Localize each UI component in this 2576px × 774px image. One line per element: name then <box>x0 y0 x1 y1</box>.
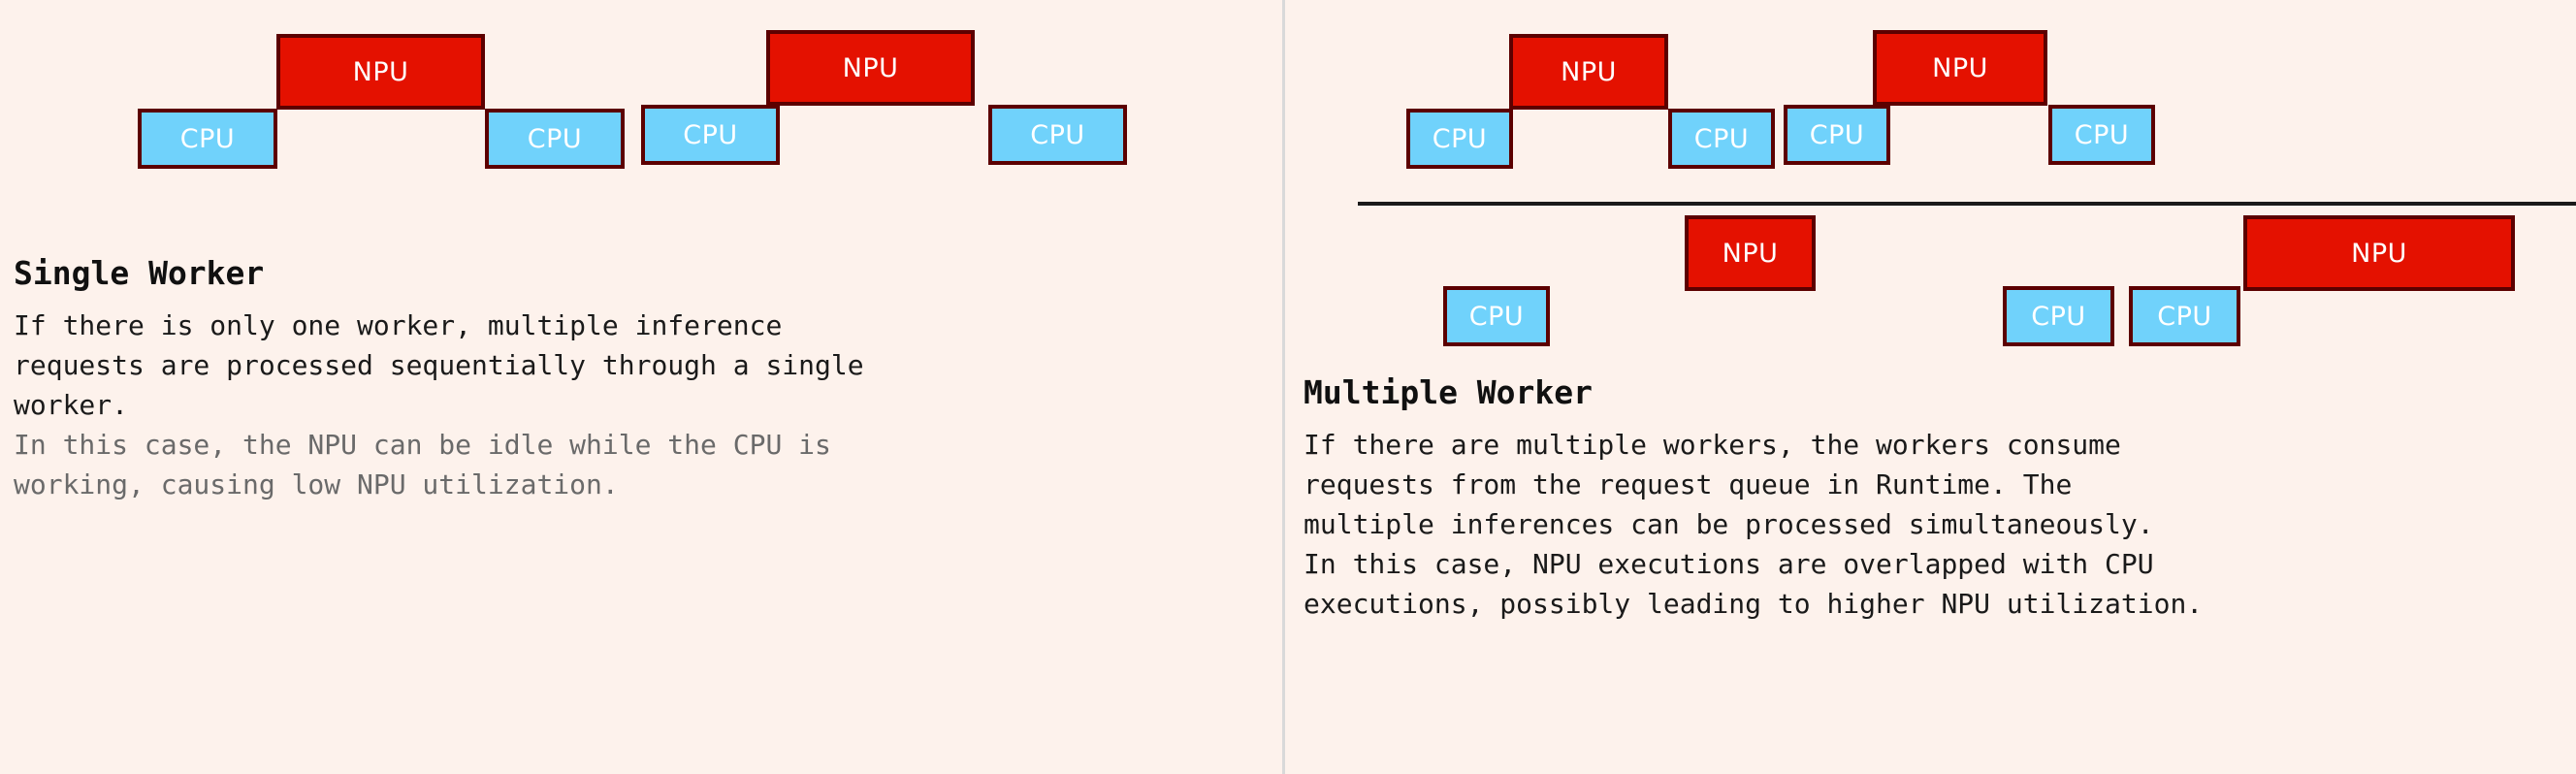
single-worker-timeline: CPU NPU CPU CPU NPU CPU <box>0 0 1282 349</box>
worker-row-2-cpu-block-4: CPU <box>2129 286 2240 346</box>
paragraph-line-1: If there is only one worker, multiple in… <box>14 309 783 341</box>
npu-block-label: NPU <box>352 56 409 87</box>
multiple-worker-text: Multiple Worker If there are multiple wo… <box>1304 373 2564 624</box>
paragraph-line-2: requests are processed sequentially thro… <box>14 349 864 381</box>
worker-row-1-cpu-block-1: CPU <box>1406 109 1513 169</box>
paragraph-line-3: multiple inferences can be processed sim… <box>1304 508 2154 540</box>
single-worker-row-cpu-block-1: CPU <box>138 109 277 169</box>
multiple-worker-paragraph: If there are multiple workers, the worke… <box>1304 425 2564 624</box>
paragraph-line-3: worker. <box>14 389 129 421</box>
single-worker-row-npu-block-2: NPU <box>276 34 485 110</box>
paragraph-line-4: In this case, the NPU can be idle while … <box>14 429 831 461</box>
cpu-block-label: CPU <box>1693 123 1750 154</box>
npu-block-label: NPU <box>2351 238 2407 269</box>
cpu-block-label: CPU <box>179 123 236 154</box>
page-title-single: Single Worker <box>14 254 265 292</box>
cpu-block-label: CPU <box>683 119 738 150</box>
panel-divider <box>1282 0 1285 774</box>
paragraph-line-5: executions, possibly leading to higher N… <box>1304 588 2204 620</box>
worker-row-2-npu-block-1: NPU <box>1685 215 1816 291</box>
single-worker-panel: CPU NPU CPU CPU NPU CPU Single Worker If ther… <box>0 0 1282 774</box>
cpu-block-label: CPU <box>1809 119 1865 150</box>
paragraph-line-1: If there are multiple workers, the worke… <box>1304 429 2121 461</box>
cpu-block-label: CPU <box>2074 119 2130 150</box>
worker-row-1-npu-block-2: NPU <box>1509 34 1668 110</box>
cpu-block-label: CPU <box>1468 301 1525 332</box>
npu-block-label: NPU <box>1722 238 1779 269</box>
worker-row-1-cpu-block-4: CPU <box>1784 105 1890 165</box>
cpu-block-label: CPU <box>1432 123 1488 154</box>
worker-row-1-cpu-block-3: CPU <box>1668 109 1775 169</box>
multiple-worker-panel: CPU NPU CPU CPU NPU CPU NPU CPU CPU CPU NPU Multip… <box>1290 0 2576 774</box>
single-worker-row-cpu-block-4: CPU <box>641 105 780 165</box>
single-worker-paragraph: If there is only one worker, multiple in… <box>14 306 1265 504</box>
worker-row-1-cpu-block-6: CPU <box>2048 105 2155 165</box>
paragraph-line-5: working, causing low NPU utilization. <box>14 468 619 500</box>
single-worker-row-cpu-block-3: CPU <box>485 109 625 169</box>
worker-row-2-cpu-block-3: CPU <box>2003 286 2114 346</box>
single-worker-text: Single Worker If there is only one worke… <box>14 254 1265 504</box>
npu-block-label: NPU <box>1932 52 1988 83</box>
cpu-block-label: CPU <box>527 123 583 154</box>
worker-row-2-npu-block-5: NPU <box>2243 215 2515 291</box>
multiple-worker-timeline: CPU NPU CPU CPU NPU CPU NPU CPU CPU CPU NPU <box>1290 0 2576 349</box>
page-title-multiple: Multiple Worker <box>1304 373 1594 411</box>
paragraph-line-4: In this case, NPU executions are overlap… <box>1304 548 2154 580</box>
cpu-block-label: CPU <box>1030 119 1085 150</box>
cpu-block-label: CPU <box>2157 301 2212 332</box>
worker-separator-line <box>1358 202 2576 206</box>
single-worker-row-cpu-block-6: CPU <box>988 105 1127 165</box>
single-worker-row-npu-block-5: NPU <box>766 30 975 106</box>
cpu-block-label: CPU <box>2031 301 2086 332</box>
npu-block-label: NPU <box>1561 56 1617 87</box>
worker-row-2-cpu-block-2: CPU <box>1443 286 1550 346</box>
npu-block-label: NPU <box>842 52 899 83</box>
paragraph-line-2: requests from the request queue in Runti… <box>1304 468 2073 500</box>
worker-row-1-npu-block-5: NPU <box>1873 30 2047 106</box>
